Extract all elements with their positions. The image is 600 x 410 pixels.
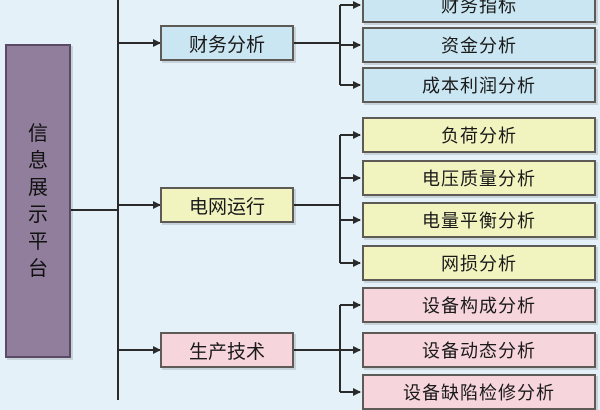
category-finance: 财务分析 bbox=[160, 25, 294, 61]
leaf-equipment-dynamics-analysis: 设备动态分析 bbox=[362, 332, 596, 368]
leaf-label: 网损分析 bbox=[441, 254, 517, 275]
category-production-technology-label: 生产技术 bbox=[188, 340, 265, 363]
leaf-label: 设备缺陷检修分析 bbox=[403, 383, 555, 404]
leaf-label: 电压质量分析 bbox=[422, 169, 536, 190]
leaf-equipment-composition-analysis: 设备构成分析 bbox=[362, 287, 596, 323]
leaf-label: 负荷分析 bbox=[441, 126, 517, 147]
leaf-voltage-quality-analysis: 电压质量分析 bbox=[362, 160, 596, 196]
leaf-funds-analysis: 资金分析 bbox=[362, 27, 596, 63]
leaf-label: 设备构成分析 bbox=[422, 296, 536, 317]
category-finance-label: 财务分析 bbox=[188, 33, 265, 56]
root-label: 信息展示平台 bbox=[28, 121, 48, 280]
leaf-equipment-defect-maintenance-analysis: 设备缺陷检修分析 bbox=[362, 374, 596, 410]
leaf-label: 成本利润分析 bbox=[422, 76, 536, 97]
leaf-load-analysis: 负荷分析 bbox=[362, 117, 596, 153]
leaf-label: 财务指标 bbox=[441, 0, 517, 17]
connector-lines bbox=[71, 0, 361, 400]
category-production-technology: 生产技术 bbox=[160, 332, 294, 368]
leaf-cost-profit-analysis: 成本利润分析 bbox=[362, 67, 596, 103]
leaf-label: 资金分析 bbox=[441, 36, 517, 57]
leaf-network-loss-analysis: 网损分析 bbox=[362, 245, 596, 281]
root-node: 信息展示平台 bbox=[5, 44, 71, 358]
leaf-energy-balance-analysis: 电量平衡分析 bbox=[362, 202, 596, 238]
leaf-label: 设备动态分析 bbox=[422, 341, 536, 362]
leaf-finance-indicators: 财务指标 bbox=[362, 0, 596, 23]
leaf-label: 电量平衡分析 bbox=[422, 211, 536, 232]
category-grid-operation: 电网运行 bbox=[160, 187, 294, 223]
category-grid-operation-label: 电网运行 bbox=[188, 195, 265, 218]
